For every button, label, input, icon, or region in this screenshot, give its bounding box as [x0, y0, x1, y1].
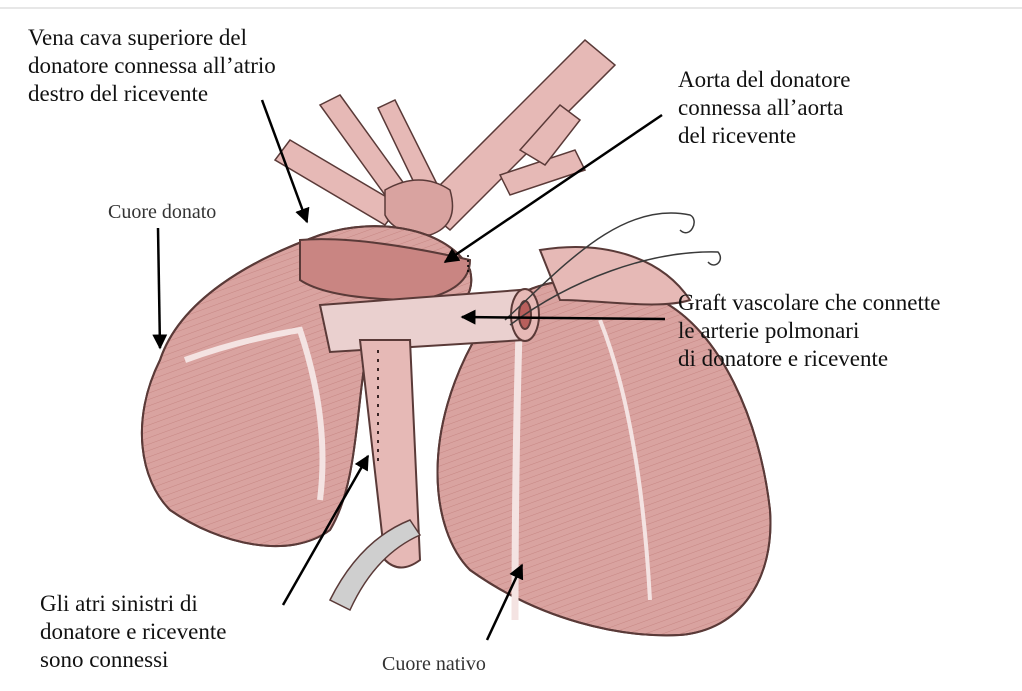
label-line: Gli atri sinistri di — [40, 590, 226, 618]
label-vena-cava: Vena cava superiore del donatore conness… — [28, 24, 276, 108]
label-text: Cuore nativo — [382, 653, 486, 675]
label-graft: Graft vascolare che connette le arterie … — [678, 289, 940, 373]
label-line: Vena cava superiore del — [28, 24, 276, 52]
label-line: connessa all’aorta — [678, 94, 850, 122]
label-line: donatore e ricevente — [40, 618, 226, 646]
great-vessels — [275, 40, 615, 235]
label-line: Aorta del donatore — [678, 66, 850, 94]
label-line: donatore connessa all’atrio — [28, 52, 276, 80]
label-aorta: Aorta del donatore connessa all’aorta de… — [678, 66, 850, 150]
label-line: le arterie polmonari — [678, 317, 940, 345]
label-cuore-donato: Cuore donato — [108, 198, 216, 226]
arrow-cuore-donato — [158, 228, 160, 348]
label-atri: Gli atri sinistri di donatore e ricevent… — [40, 590, 226, 674]
label-line: di donatore e ricevente — [678, 345, 940, 373]
label-line: destro del ricevente — [28, 80, 276, 108]
label-line: del ricevente — [678, 122, 850, 150]
donor-heart — [142, 226, 471, 546]
label-line: Graft vascolare che connette — [678, 289, 940, 317]
label-line: sono connessi — [40, 646, 226, 674]
label-text: Cuore donato — [108, 201, 216, 223]
label-cuore-nativo: Cuore nativo — [382, 650, 486, 678]
